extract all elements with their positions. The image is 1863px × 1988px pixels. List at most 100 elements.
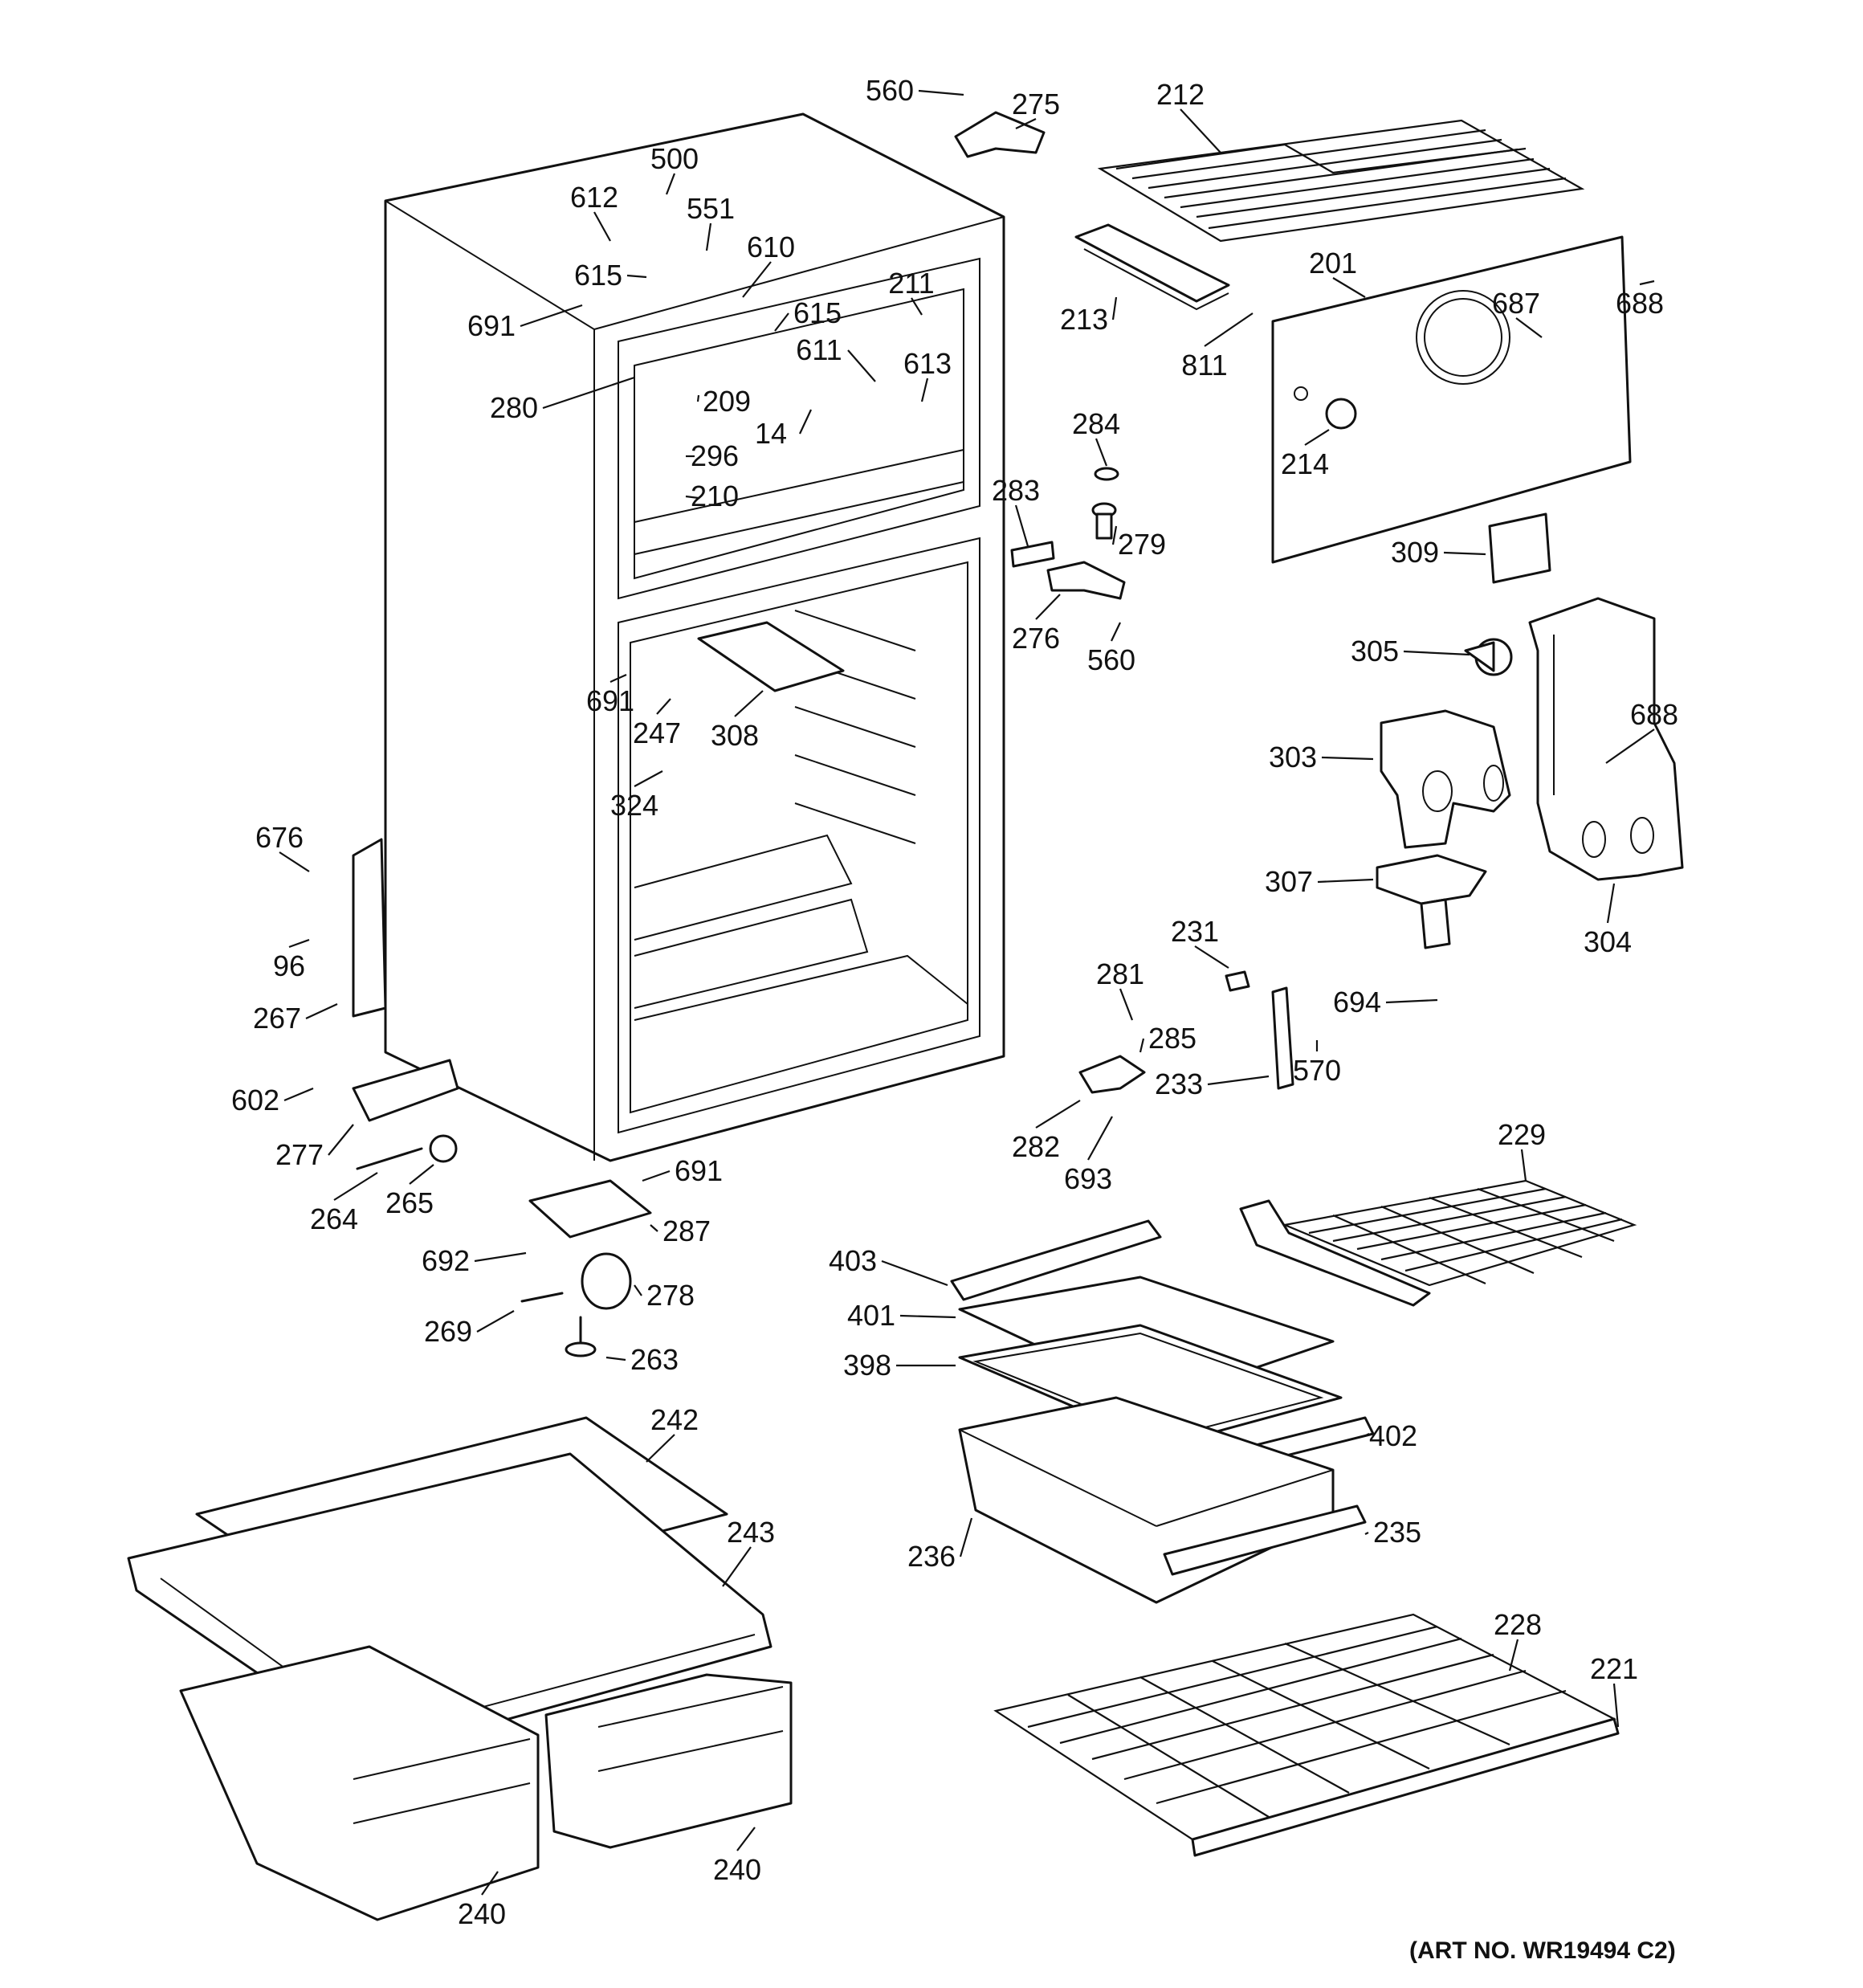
callout-280: 280 [490, 391, 538, 424]
leader-303 [1321, 756, 1374, 761]
callout-570: 570 [1293, 1054, 1341, 1087]
callout-811: 811 [1181, 349, 1227, 382]
crisper-pan-240-left [179, 1645, 540, 1921]
leader-688b [1605, 729, 1655, 764]
leader-213 [1111, 296, 1118, 320]
label-309 [1488, 512, 1551, 584]
callout-235: 235 [1373, 1516, 1421, 1549]
callout-287: 287 [662, 1214, 711, 1247]
callout-611: 611 [796, 333, 842, 366]
callout-240a: 240 [458, 1897, 506, 1930]
callout-691b: 691 [586, 684, 634, 717]
callout-560a: 560 [866, 74, 914, 107]
leader-228 [1508, 1639, 1519, 1672]
leader-214 [1304, 429, 1330, 446]
callout-233: 233 [1155, 1067, 1203, 1100]
bracket-277 [352, 1059, 459, 1122]
leader-551 [705, 222, 712, 251]
axle-264 [356, 1147, 423, 1170]
callout-282: 282 [1012, 1130, 1060, 1163]
wire-shelf-228 [993, 1613, 1620, 1857]
leader-277 [328, 1124, 354, 1156]
callout-283: 283 [992, 474, 1040, 507]
roller-265 [429, 1134, 458, 1163]
callout-229: 229 [1498, 1118, 1546, 1151]
callout-263: 263 [630, 1343, 679, 1376]
callout-264: 264 [310, 1202, 358, 1235]
leader-613 [920, 378, 929, 402]
ice-tray-213 [1074, 223, 1230, 311]
callout-308: 308 [711, 719, 759, 752]
leader-275 [1015, 118, 1037, 129]
cabinet [384, 112, 1005, 1162]
leader-403 [881, 1259, 948, 1287]
callout-402: 402 [1369, 1419, 1417, 1452]
leader-308 [734, 690, 764, 717]
callout-247: 247 [633, 716, 681, 749]
bracket-287 [528, 1179, 652, 1239]
leader-691a [520, 304, 583, 328]
leader-236 [959, 1517, 973, 1557]
callout-560b: 560 [1087, 643, 1135, 676]
leader-691b [609, 673, 627, 684]
leader-240b [736, 1827, 756, 1851]
leader-694 [1385, 998, 1438, 1004]
leader-240a [481, 1871, 499, 1896]
callout-691c: 691 [675, 1154, 723, 1187]
leader-212 [1180, 108, 1221, 153]
drawer-front-235 [1163, 1504, 1367, 1576]
leader-688a [1639, 280, 1655, 286]
callout-305: 305 [1351, 635, 1399, 667]
leader-402 [1364, 1433, 1370, 1437]
hinge-282 [1078, 1055, 1146, 1094]
callout-96: 96 [273, 949, 305, 982]
callout-693: 693 [1064, 1162, 1112, 1195]
leader-811 [1204, 312, 1254, 347]
callout-324: 324 [610, 789, 658, 822]
callout-279: 279 [1118, 528, 1166, 561]
leader-287 [650, 1224, 658, 1232]
callout-213: 213 [1060, 303, 1108, 336]
leader-611 [847, 349, 876, 382]
callout-201: 201 [1309, 247, 1357, 280]
leader-276 [1035, 594, 1061, 620]
leader-209 [696, 394, 700, 402]
top-hinge-275 [954, 111, 1046, 158]
leader-235 [1364, 1532, 1369, 1535]
leveling-leg-263 [565, 1316, 597, 1357]
leader-233 [1207, 1075, 1270, 1086]
leader-265 [409, 1164, 434, 1185]
callout-688b: 688 [1630, 698, 1678, 731]
callout-278: 278 [646, 1279, 695, 1312]
callout-694: 694 [1333, 986, 1381, 1018]
leader-283 [1014, 504, 1029, 547]
part-shapes [127, 111, 1684, 1921]
cam-231 [1225, 970, 1250, 992]
bracket-283 [1010, 541, 1055, 568]
leader-lines [279, 89, 1655, 1896]
callout-398: 398 [843, 1349, 891, 1382]
callout-14: 14 [755, 417, 787, 450]
leader-612 [593, 211, 611, 242]
callout-691a: 691 [467, 309, 516, 342]
callout-209: 209 [703, 385, 751, 418]
leader-615b [774, 312, 789, 332]
callout-275: 275 [1012, 88, 1060, 120]
callout-228: 228 [1494, 1608, 1542, 1641]
shelf-frame-403 [950, 1219, 1162, 1301]
leader-687 [1515, 317, 1543, 338]
callout-602: 602 [231, 1084, 279, 1116]
tray-307 [1376, 854, 1487, 949]
callout-236: 236 [907, 1540, 956, 1573]
callout-615a: 615 [574, 259, 622, 292]
callout-500: 500 [650, 142, 699, 175]
callout-613: 613 [903, 347, 952, 380]
gear-305 [1464, 638, 1513, 676]
callout-304: 304 [1584, 925, 1632, 958]
callout-610: 610 [747, 231, 795, 263]
callout-612: 612 [570, 181, 618, 214]
callout-240b: 240 [713, 1853, 761, 1886]
crisper-pan-240-right [544, 1673, 793, 1849]
leader-610 [742, 261, 772, 298]
